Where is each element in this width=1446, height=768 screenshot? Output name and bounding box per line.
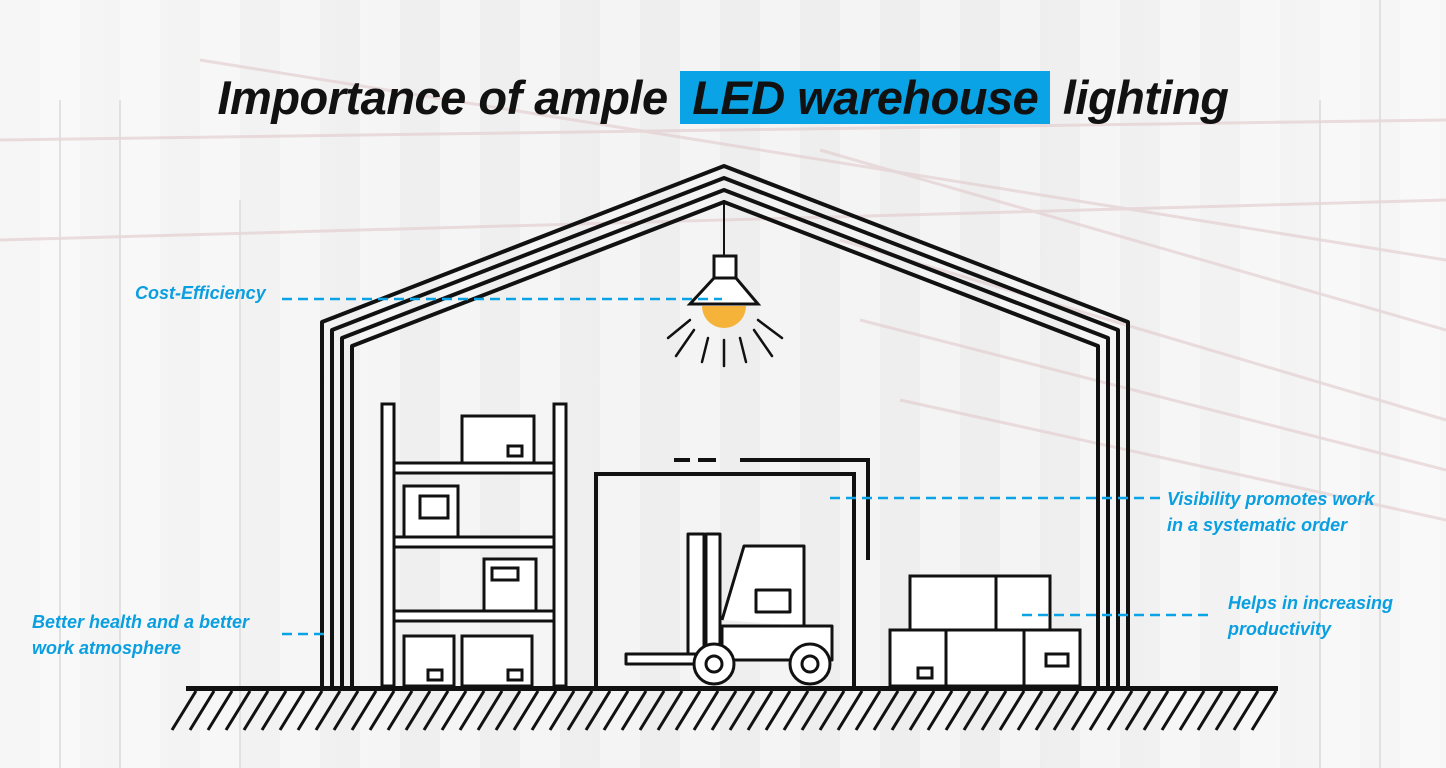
label-better-health: Better health and a better work atmosphe…	[32, 612, 250, 658]
title-part-2: lighting	[1062, 71, 1229, 124]
label-cost-efficiency: Cost-Efficiency	[135, 283, 266, 303]
shelf-icon	[380, 402, 568, 688]
pendant-lamp-icon	[666, 200, 784, 368]
page-title: Importance of ample LED warehouse lighti…	[0, 70, 1446, 125]
box-stack	[888, 574, 1082, 688]
dock-door	[594, 458, 870, 686]
ground-hatch	[170, 686, 1278, 731]
label-productivity: Helps in increasing productivity	[1228, 593, 1394, 639]
title-highlight: LED warehouse	[680, 71, 1051, 124]
forklift-icon	[624, 532, 834, 686]
title-part-1: Importance of ample	[217, 71, 668, 124]
connector-lines	[282, 297, 1214, 636]
label-visibility: Visibility promotes work in a systematic…	[1167, 489, 1375, 535]
